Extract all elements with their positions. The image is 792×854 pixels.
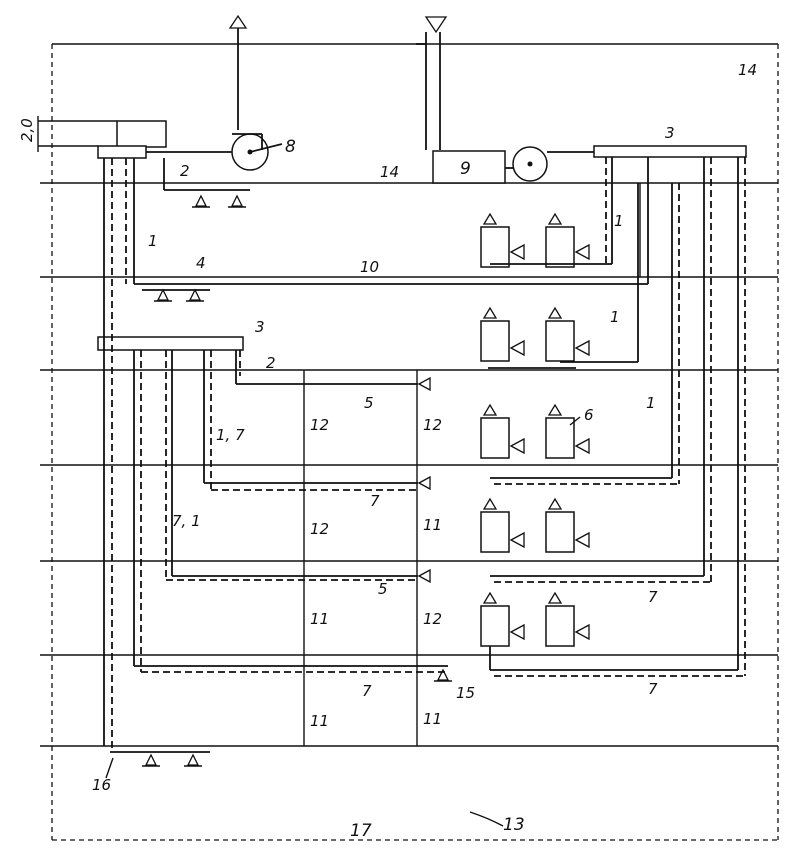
label-3-top: 3: [665, 124, 675, 142]
label-12-a: 12: [310, 416, 329, 434]
label-1-7: 1, 7: [216, 426, 245, 444]
label-11-b: 11: [310, 610, 329, 628]
label-7-d: 7: [648, 680, 658, 698]
devices-floor-1: [480, 212, 612, 268]
room-partitions: [303, 370, 418, 746]
building-outline: [51, 43, 779, 841]
label-1-left: 1: [148, 232, 158, 250]
devices-floor-3: [480, 403, 679, 485]
label-7-1: 7, 1: [172, 512, 201, 530]
header-3-mid: [97, 336, 244, 351]
unit-9: [432, 146, 594, 184]
diffusers: [110, 194, 452, 767]
label-13: 13: [503, 815, 525, 835]
label-1-right-low: 1: [646, 394, 656, 412]
label-10: 10: [360, 258, 379, 276]
room-branches: [134, 376, 448, 673]
label-7-a: 7: [370, 492, 380, 510]
floor-lines: [40, 182, 778, 747]
label-15: 15: [456, 684, 475, 702]
label-11-d: 11: [423, 710, 442, 728]
label-14-corner: 14: [738, 61, 757, 79]
devices-floor-5: [480, 591, 745, 677]
label-12-c: 12: [310, 520, 329, 538]
fan-8: [228, 14, 283, 171]
devices-floor-2: [480, 306, 638, 369]
top-left-unit: [37, 116, 232, 159]
label-2-mid: 2: [266, 354, 276, 372]
label-1-right-top: 1: [614, 212, 624, 230]
label-5-bottom: 5: [378, 580, 388, 598]
exhaust-stack: [416, 16, 448, 150]
label-14-top: 14: [380, 163, 399, 181]
mid-branches: [133, 350, 241, 672]
label-9: 9: [460, 159, 471, 179]
label-7-c: 7: [362, 682, 372, 700]
label-6: 6: [584, 406, 594, 424]
label-11-c: 11: [310, 712, 329, 730]
label-17: 17: [350, 821, 372, 841]
label-1-right-mid: 1: [610, 308, 620, 326]
label-8: 8: [285, 137, 296, 157]
label-12-d: 12: [423, 610, 442, 628]
label-3-mid: 3: [255, 318, 265, 336]
label-5-top: 5: [364, 394, 374, 412]
label-2-top: 2: [180, 162, 190, 180]
leaders: [105, 416, 581, 827]
label-11-a: 11: [423, 516, 442, 534]
labels: 2,0 8 3 2 14 14 9 1 1 4 10 3 1 2 5 12 12…: [18, 61, 757, 841]
label-4: 4: [196, 254, 206, 272]
header-3-top: [593, 145, 747, 158]
label-7-b: 7: [648, 588, 658, 606]
riser-right: [605, 157, 746, 676]
devices-floor-4: [480, 497, 711, 583]
riser-left: [103, 158, 648, 748]
label-12-b: 12: [423, 416, 442, 434]
label-2-0: 2,0: [18, 118, 36, 142]
label-16: 16: [92, 776, 111, 794]
